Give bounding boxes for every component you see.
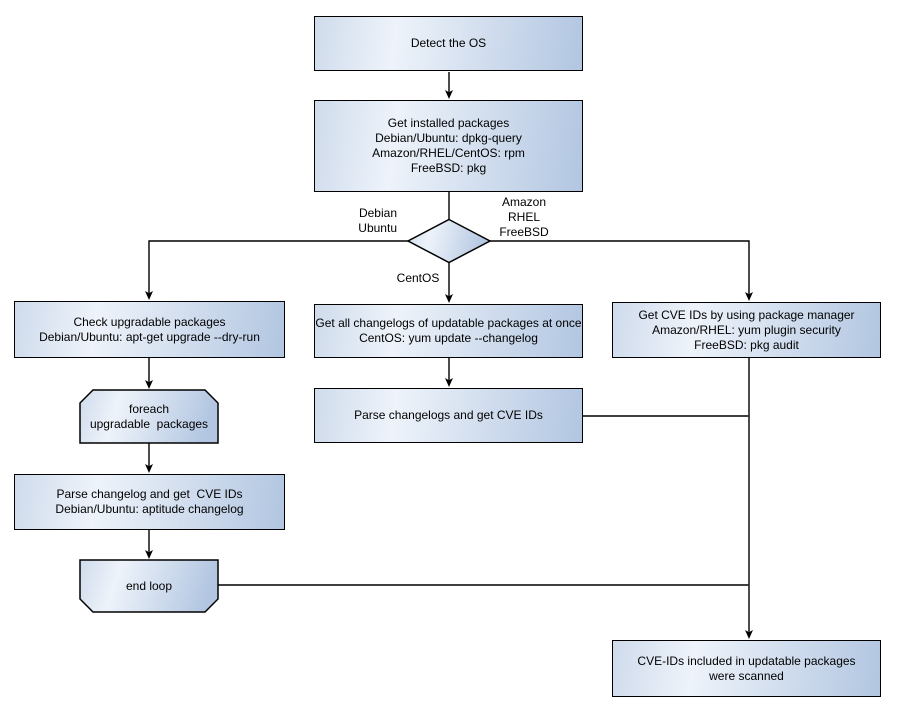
decision-diamond [406, 218, 492, 264]
node-check-upgradable-packages: Check upgradable packages Debian/Ubuntu:… [14, 301, 285, 358]
edge-label-debian-ubuntu: Debian Ubuntu [358, 206, 397, 235]
node-cve-ids-scanned: CVE-IDs included in updatable packages w… [612, 640, 881, 697]
node-parse-changelogs-centos: Parse changelogs and get CVE IDs [314, 388, 583, 443]
node-detect-os: Detect the OS [314, 16, 583, 71]
node-foreach-loop-start: foreach upgradable packages [89, 401, 209, 431]
edge-decision-to-get-cve-ids [489, 240, 753, 301]
loop-start-shape [79, 389, 219, 444]
edge-label-amazon-rhel-freebsd: Amazon RHEL FreeBSD [499, 195, 549, 239]
node-get-installed-packages: Get installed packages Debian/Ubuntu: dp… [314, 100, 583, 192]
node-get-all-changelogs-centos: Get all changelogs of updatable packages… [314, 304, 583, 358]
node-parse-changelog-debian: Parse changelog and get CVE IDs Debian/U… [14, 474, 285, 530]
loop-end-shape [79, 559, 219, 613]
edge-decision-to-check-upgradable [145, 240, 409, 300]
node-end-loop: end loop [125, 578, 173, 593]
node-get-cve-ids-pkg-manager: Get CVE IDs by using package manager Ama… [612, 302, 881, 358]
edge-label-centos: CentOS [396, 271, 440, 285]
